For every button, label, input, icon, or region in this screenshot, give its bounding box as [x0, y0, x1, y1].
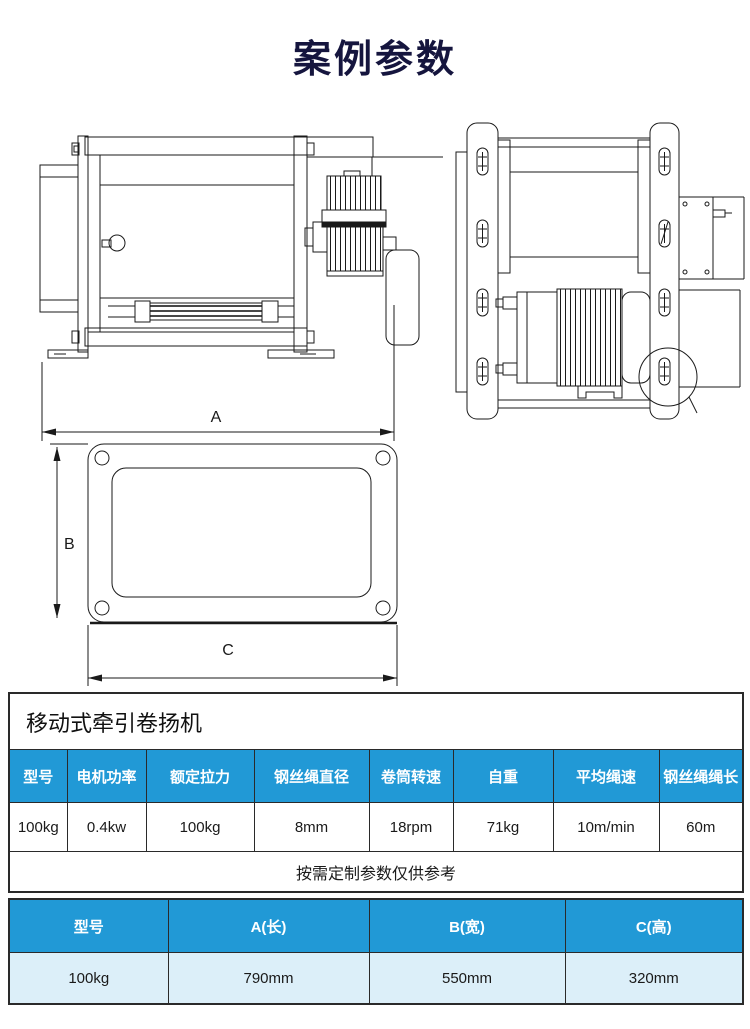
dimension-b — [50, 443, 88, 618]
dim-header-height-c: C(高) — [564, 898, 744, 953]
spec-table-title: 移动式牵引卷扬机 — [8, 692, 744, 750]
spec-table: 移动式牵引卷扬机 型号 电机功率 额定拉力 钢丝绳直径 卷筒转速 自重 平均绳速… — [8, 692, 745, 893]
dimension-a-label: A — [211, 409, 222, 426]
spec-header-rope-length: 钢丝绳绳长 — [658, 749, 744, 803]
page-title: 案例参数 — [292, 39, 457, 81]
spec-header-model: 型号 — [8, 749, 68, 803]
dim-header-width-b: B(宽) — [368, 898, 566, 953]
dim-value-height-c: 320mm — [564, 952, 744, 1005]
spec-value-motor-power: 0.4kw — [66, 802, 147, 852]
spec-header-rope-diameter: 钢丝绳直径 — [253, 749, 370, 803]
base-plate-top-view-drawing — [87, 443, 398, 625]
dim-value-length-a: 790mm — [167, 952, 370, 1005]
dimension-a — [41, 305, 395, 441]
winch-side-view-drawing — [39, 135, 443, 359]
spec-header-rated-pull: 额定拉力 — [145, 749, 255, 803]
technical-drawings: A — [39, 122, 745, 686]
spec-value-rated-pull: 100kg — [145, 802, 255, 852]
spec-value-rope-speed: 10m/min — [552, 802, 660, 852]
spec-header-rope-speed: 平均绳速 — [552, 749, 660, 803]
dim-header-length-a: A(长) — [167, 898, 370, 953]
winch-front-view-drawing — [455, 122, 745, 420]
dim-value-model: 100kg — [8, 952, 169, 1005]
spec-value-rope-length: 60m — [658, 802, 744, 852]
spec-value-model: 100kg — [8, 802, 68, 852]
dimension-table: 型号 A(长) B(宽) C(高) 100kg 790mm 550mm 320m… — [8, 898, 744, 1005]
spec-value-rope-diameter: 8mm — [253, 802, 370, 852]
dim-header-model: 型号 — [8, 898, 169, 953]
dimension-b-label: B — [64, 536, 75, 553]
dimension-c — [87, 625, 398, 686]
spec-table-note: 按需定制参数仅供参考 — [8, 851, 744, 893]
spec-header-self-weight: 自重 — [452, 749, 554, 803]
dimension-c-label: C — [222, 642, 234, 659]
spec-header-drum-speed: 卷筒转速 — [368, 749, 454, 803]
dim-value-width-b: 550mm — [368, 952, 566, 1005]
spec-header-motor-power: 电机功率 — [66, 749, 147, 803]
spec-value-self-weight: 71kg — [452, 802, 554, 852]
spec-value-drum-speed: 18rpm — [368, 802, 454, 852]
